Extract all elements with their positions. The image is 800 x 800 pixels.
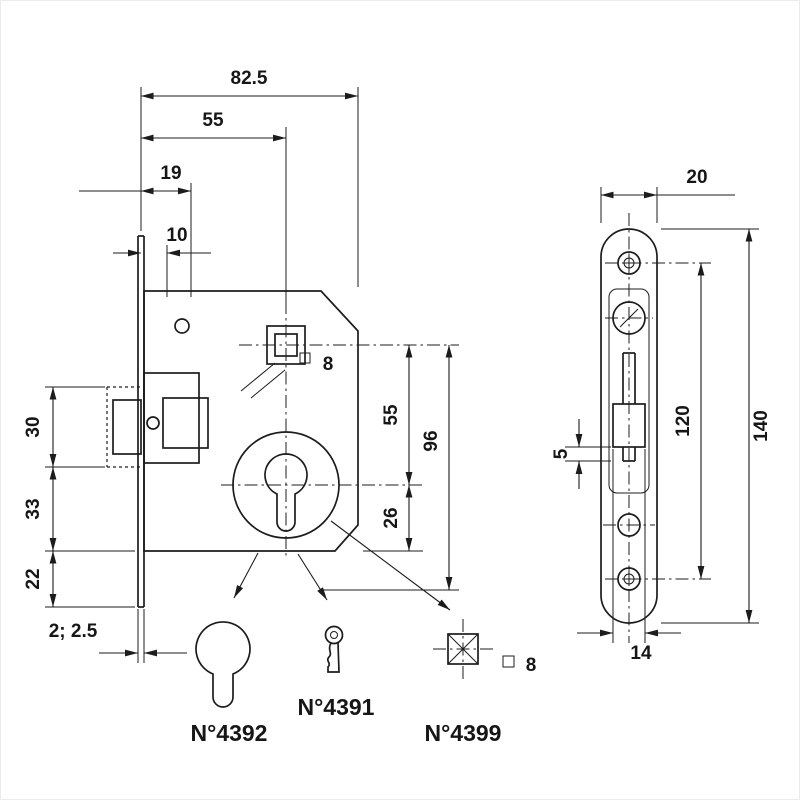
dim-22-label: 22 xyxy=(23,568,44,589)
faceplate-front-view xyxy=(600,213,711,643)
spindle-size-label: 8 xyxy=(526,655,537,676)
dimension-19: 19 xyxy=(79,163,191,195)
square-symbol-icon xyxy=(299,352,311,364)
dimension-14: 14 xyxy=(577,449,681,664)
dimensions-top: 82.5 55 19 10 xyxy=(79,68,359,309)
leader-arrow-cylinder xyxy=(233,552,259,599)
dim-19-label: 19 xyxy=(160,163,181,184)
dim-82-5-label: 82.5 xyxy=(231,68,268,89)
dim-55-label: 55 xyxy=(202,110,224,131)
dimensions-right-of-side-view: 55 26 96 xyxy=(321,345,459,591)
dim-5-label: 5 xyxy=(551,448,572,459)
spindle-part-number: N°4399 xyxy=(425,720,502,746)
dimensions-left: 30 33 22 2; 2.5 xyxy=(23,386,187,663)
dim-33-label: 33 xyxy=(23,498,44,519)
lock-side-view: 8 xyxy=(106,235,459,608)
centerlines-side-view xyxy=(221,301,459,559)
dimension-33: 33 xyxy=(23,467,57,551)
cylinder-hole-front xyxy=(605,301,653,335)
leader-arrow-key xyxy=(297,553,328,601)
dim-20-label: 20 xyxy=(686,167,707,188)
dim-26-label: 26 xyxy=(381,507,402,528)
key-symbol: N°4391 xyxy=(298,625,375,720)
dim-96-label: 96 xyxy=(421,430,442,451)
latch-bolt xyxy=(106,372,209,468)
cylinder-part-number: N°4392 xyxy=(191,720,268,746)
dimension-55-backset: 55 xyxy=(141,110,286,142)
top-screw xyxy=(605,251,711,275)
dimension-120: 120 xyxy=(673,263,705,579)
spindle-square-size-label: 8 xyxy=(323,354,334,375)
dim-120-label: 120 xyxy=(673,405,694,437)
faceplate-cutout xyxy=(608,288,650,494)
dimension-5: 5 xyxy=(551,419,611,489)
dimensions-front-view: 20 140 120 5 14 xyxy=(551,167,772,664)
dimension-26: 26 xyxy=(381,485,413,551)
dim-14-label: 14 xyxy=(630,643,652,664)
dim-55v-label: 55 xyxy=(381,404,402,426)
dimension-96: 96 xyxy=(421,345,453,590)
dim-10-label: 10 xyxy=(166,225,187,246)
spindle-square-callout: 8 xyxy=(299,352,334,375)
dimension-30: 30 xyxy=(23,387,57,467)
bottom-screw xyxy=(605,567,711,591)
square-symbol-icon xyxy=(502,655,515,668)
case-screw-post xyxy=(174,318,190,334)
dimension-faceplate-thickness: 2; 2.5 xyxy=(49,609,187,663)
spring-detail xyxy=(240,362,286,399)
dimension-140: 140 xyxy=(661,228,772,624)
dimension-55-vertical: 55 xyxy=(381,345,413,485)
dim-faceplate-thickness-label: 2; 2.5 xyxy=(49,621,98,642)
middle-fixing-hole xyxy=(603,513,655,537)
dimension-10: 10 xyxy=(113,225,211,257)
dimension-82-5: 82.5 xyxy=(141,68,358,100)
dimension-22: 22 xyxy=(23,551,57,607)
leader-arrow-spindle xyxy=(330,520,451,611)
dim-30-label: 30 xyxy=(23,416,44,437)
square-spindle-symbol: 8 N°4399 xyxy=(425,619,537,746)
dimension-20: 20 xyxy=(600,167,735,223)
dim-140-label: 140 xyxy=(751,410,772,442)
key-part-number: N°4391 xyxy=(298,694,375,720)
lock-case-outline xyxy=(143,290,359,552)
accessory-callouts: N°4392 N°4391 8 N°4399 xyxy=(191,520,537,746)
latch-front xyxy=(612,352,646,462)
euro-cylinder-symbol: N°4392 xyxy=(191,621,268,746)
